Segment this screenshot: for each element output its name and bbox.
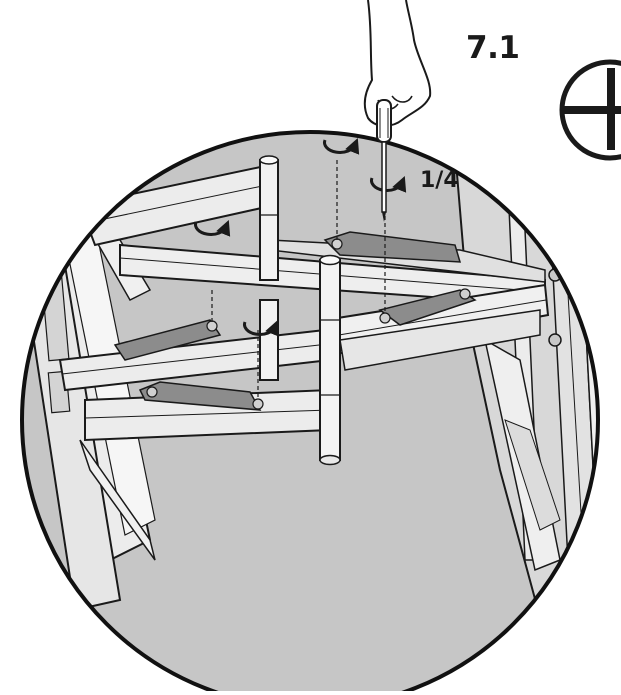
- alignment-guides: [211, 160, 386, 400]
- step-number: 7.1: [466, 30, 520, 66]
- turn-amount-label: 1/4: [420, 168, 459, 193]
- phillips-screwdriver-icon: [559, 59, 621, 161]
- hand-with-screwdriver: [363, 0, 432, 222]
- bracket-plates: [113, 231, 477, 411]
- detail-circle: [20, 130, 600, 695]
- hinge-posts: [259, 155, 341, 466]
